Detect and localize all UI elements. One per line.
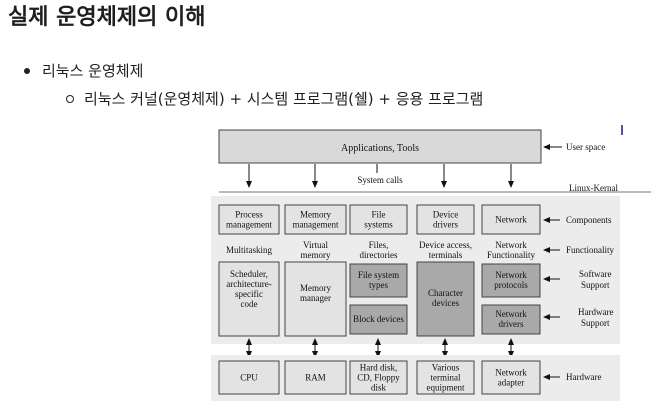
components-label: Components xyxy=(566,215,612,225)
memory-manager-box xyxy=(284,261,347,337)
character-devices-line-2: devices xyxy=(432,298,459,308)
component-process-management xyxy=(218,204,280,235)
list-item-text: 리눅스 운영체제 xyxy=(42,62,144,80)
component-file-systems-line-1: File xyxy=(371,210,385,220)
block-devices-line-1: Block devices xyxy=(353,314,404,324)
hardware-support-label-1: Hardware xyxy=(578,307,613,317)
page-heading: 실제 운영체제의 이해 xyxy=(8,5,206,30)
functionality-multitasking-line-1: Multitasking xyxy=(226,245,273,255)
hardware-label: Hardware xyxy=(566,372,601,382)
hardware-disk-box xyxy=(349,360,408,395)
hardware-arrows xyxy=(246,338,514,358)
functionality-device-access-line-2: terminals xyxy=(429,250,463,260)
character-devices-box xyxy=(416,261,475,337)
hardware-network-adapter-line-2: adapter xyxy=(498,378,524,388)
functionality-files-directories-line-2: directories xyxy=(360,250,398,260)
functionality-network-functionality-line-2: Functionality xyxy=(487,250,535,260)
network-protocols-box xyxy=(481,263,541,298)
syscall-arrows xyxy=(246,164,514,188)
component-device-drivers xyxy=(416,204,475,235)
linux-kernel-label: Linux-Kernal xyxy=(569,183,618,193)
hardware-ram-box xyxy=(284,360,347,395)
component-labels: ProcessmanagementMemorymanagementFilesys… xyxy=(226,210,527,230)
hardware-terminal-box xyxy=(416,360,475,395)
functionality-label: Functionality xyxy=(566,245,614,255)
network-drivers-line-2: drivers xyxy=(499,319,524,329)
component-file-systems-line-2: systems xyxy=(364,220,393,230)
hardware-cpu-line-1: CPU xyxy=(240,373,258,383)
scheduler-line-1: Scheduler, xyxy=(230,269,268,279)
hardware-disk-line-1: Hard disk, xyxy=(360,363,398,373)
memory-manager-line-1: Memory xyxy=(300,283,331,293)
file-system-types-line-1: File system xyxy=(358,270,399,280)
network-protocols-line-2: protocols xyxy=(494,280,528,290)
component-device-drivers-line-1: Device xyxy=(433,210,458,220)
component-network xyxy=(481,204,541,235)
network-drivers-box xyxy=(481,304,541,335)
file-system-types-box xyxy=(349,263,408,298)
system-calls-label: System calls xyxy=(357,175,403,185)
sub-list-item-text: 리눅스 커널(운영체제) + 시스템 프로그램(쉘) + 응용 프로그램 xyxy=(84,90,484,108)
component-memory-management-line-1: Memory xyxy=(300,210,331,220)
component-memory-management-line-2: management xyxy=(293,220,339,230)
memory-manager-line-2: manager xyxy=(300,293,331,303)
bullet-circle xyxy=(66,95,74,103)
component-device-drivers-line-2: drivers xyxy=(433,220,458,230)
applications-label: Applications, Tools xyxy=(341,143,419,154)
file-system-types-line-2: types xyxy=(369,280,388,290)
component-process-management-line-1: Process xyxy=(235,210,263,220)
character-devices-line-1: Character xyxy=(428,288,463,298)
network-protocols-line-1: Network xyxy=(495,270,527,280)
hardware-ram-line-1: RAM xyxy=(305,373,326,383)
component-memory-management xyxy=(284,204,347,235)
hardware-disk-line-3: disk xyxy=(371,383,387,393)
component-row xyxy=(218,204,541,235)
hardware-network-adapter-line-1: Network xyxy=(495,368,527,378)
user-space-label: User space xyxy=(566,142,605,152)
block-devices-box xyxy=(349,304,408,335)
hardware-terminal-equipment-line-2: terminal xyxy=(431,373,461,383)
scheduler-line-4: code xyxy=(241,299,258,309)
component-network-line-1: Network xyxy=(495,215,527,225)
component-process-management-line-2: management xyxy=(226,220,272,230)
hardware-cpu-box xyxy=(218,360,280,395)
hardware-network-adapter-box xyxy=(481,360,541,395)
functionality-files-directories-line-1: Files, xyxy=(369,240,389,250)
hardware-terminal-equipment-line-1: Various xyxy=(432,363,460,373)
functionality-device-access-line-1: Device access, xyxy=(419,240,472,250)
functionality-network-functionality-line-1: Network xyxy=(495,240,527,250)
hardware-support-label-2: Support xyxy=(581,318,610,328)
scheduler-line-2: architecture- xyxy=(226,279,271,289)
bullet-disc xyxy=(24,68,30,74)
linux-kernel-architecture-diagram: Applications, Tools User space System ca… xyxy=(207,121,651,408)
scheduler-box xyxy=(218,261,280,337)
hardware-terminal-equipment-line-3: equipment xyxy=(427,383,465,393)
component-file-systems xyxy=(349,204,408,235)
hardware-disk-line-2: CD, Floppy xyxy=(357,373,400,383)
functionality-virtual-memory-line-1: Virtual xyxy=(303,240,328,250)
applications-box xyxy=(218,129,542,164)
diagram-canvas: Applications, Tools User space System ca… xyxy=(211,125,651,401)
software-support-label-1: Software xyxy=(579,269,612,279)
scheduler-line-3: specific xyxy=(235,289,263,299)
software-support-label-2: Support xyxy=(581,280,610,290)
network-drivers-line-1: Network xyxy=(495,309,527,319)
functionality-virtual-memory-line-2: memory xyxy=(301,250,331,260)
